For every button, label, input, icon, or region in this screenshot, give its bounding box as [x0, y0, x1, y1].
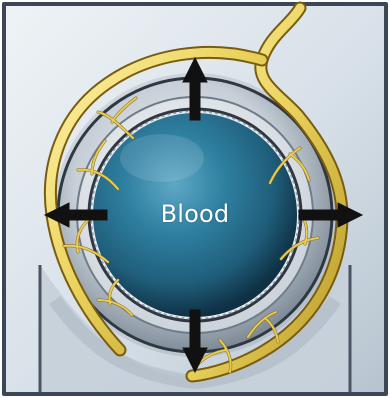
lumen-highlight — [120, 134, 204, 182]
blood-label: Blood — [145, 198, 245, 230]
